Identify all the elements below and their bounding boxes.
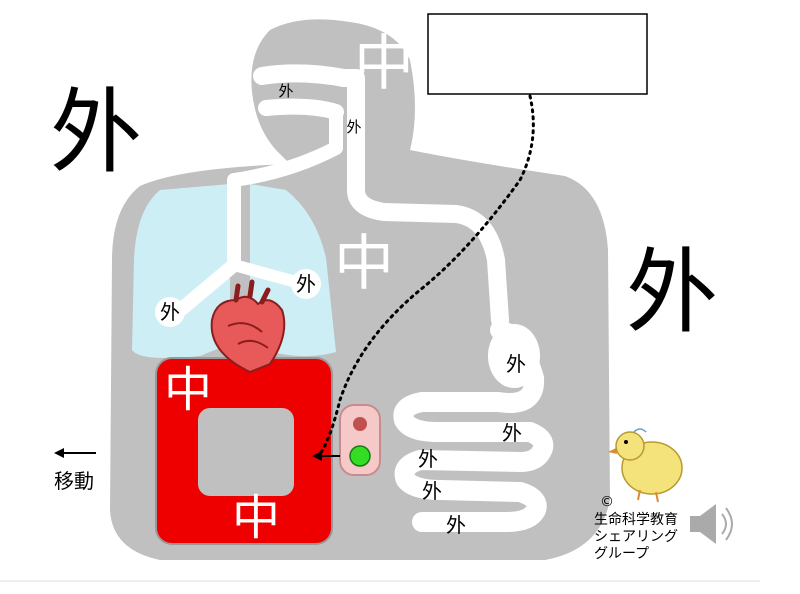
credit-line-1: 生命科学教育 <box>594 511 678 528</box>
heart-icon <box>210 279 286 374</box>
label-gut-out-1: 外 <box>502 421 522 445</box>
label-inside-head: 中 <box>354 29 414 99</box>
label-inside-red-bottom: 中 <box>232 490 280 546</box>
label-gut-out-2: 外 <box>418 447 438 471</box>
label-stomach-out: 外 <box>506 352 526 376</box>
credit-copyright: © <box>600 494 614 510</box>
pointer-dotted-line <box>318 94 535 456</box>
label-gut-out-4: 外 <box>446 513 466 537</box>
label-outside-left: 外 <box>50 79 142 186</box>
inner-arrow-icon <box>312 451 340 461</box>
digestive-tract <box>335 69 554 532</box>
stomach <box>488 324 540 388</box>
label-outside-right: 外 <box>626 239 718 346</box>
label-lung-right-out: 外 <box>296 272 316 296</box>
credit-line-3: グループ <box>594 546 649 562</box>
move-label: 移動 <box>54 469 94 493</box>
label-inside-chest: 中 <box>334 229 394 299</box>
label-throat-out: 外 <box>346 118 361 136</box>
label-mouth-out: 外 <box>278 82 293 100</box>
traffic-light-icon <box>339 404 381 476</box>
credit-line-2: シェアリング <box>594 529 678 545</box>
label-inside-red-top: 中 <box>164 362 212 418</box>
left-arrow-icon <box>54 448 96 458</box>
label-gut-out-3: 外 <box>422 479 442 503</box>
red-frame <box>155 357 333 545</box>
answer-box[interactable] <box>427 13 648 95</box>
speaker-icon[interactable] <box>690 504 733 544</box>
chick-icon <box>608 428 683 503</box>
label-lung-left-out: 外 <box>160 300 180 324</box>
